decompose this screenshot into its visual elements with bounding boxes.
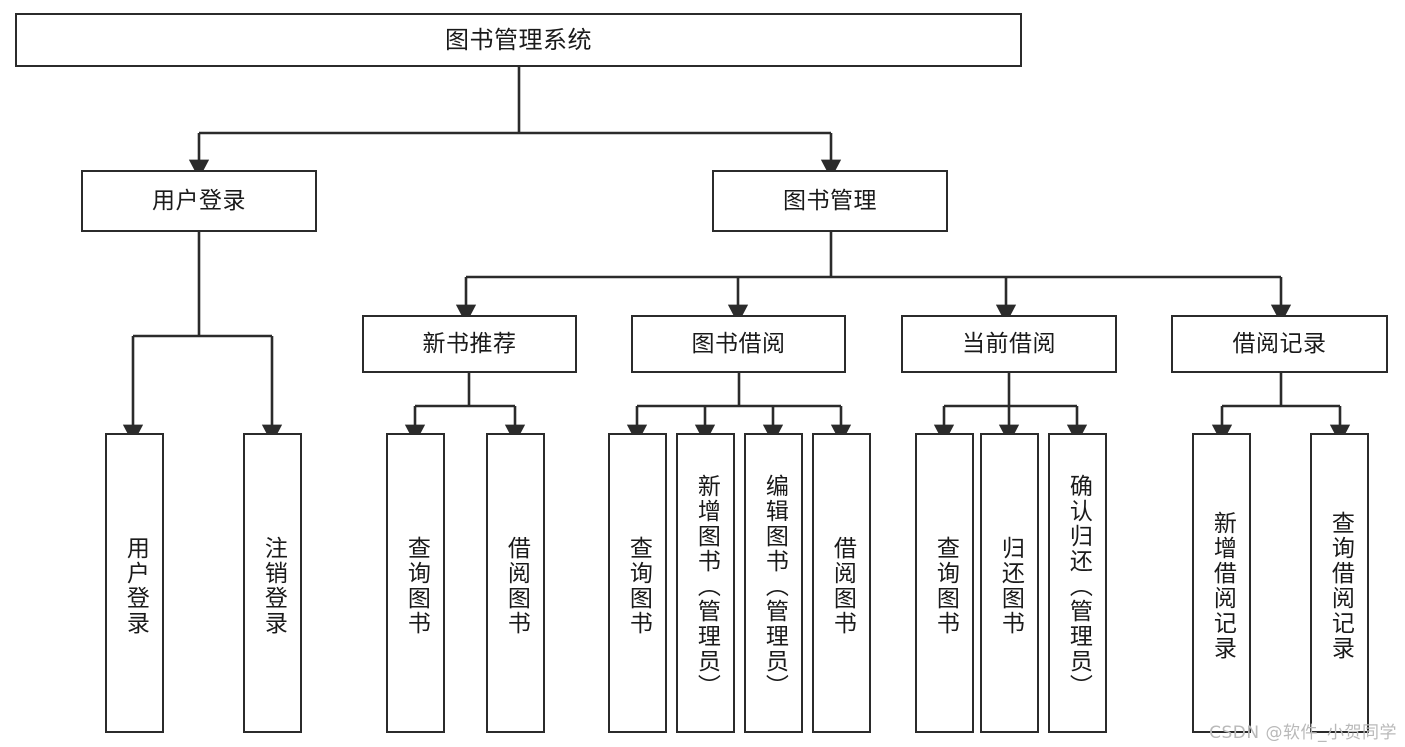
csdn-watermark: CSDN @软件_小贺同学 bbox=[1209, 723, 1397, 743]
node-label: 编辑图书（管理员） bbox=[761, 473, 788, 699]
node-leaf-edit-book[interactable]: 编辑图书（管理员） bbox=[744, 433, 803, 733]
node-label: 用户登录 bbox=[122, 536, 149, 636]
node-label: 借阅图书 bbox=[503, 536, 530, 636]
node-label: 图书管理 bbox=[783, 187, 877, 214]
node-leaf-borrow-book[interactable]: 借阅图书 bbox=[812, 433, 871, 733]
node-label: 借阅记录 bbox=[1232, 330, 1327, 357]
node-label: 图书管理系统 bbox=[445, 26, 592, 54]
node-label: 图书借阅 bbox=[691, 330, 786, 357]
node-current-borrow[interactable]: 当前借阅 bbox=[901, 315, 1117, 373]
node-book-manage[interactable]: 图书管理 bbox=[712, 170, 948, 232]
node-root-book-management-system[interactable]: 图书管理系统 bbox=[15, 13, 1022, 67]
node-label: 查询借阅记录 bbox=[1327, 511, 1354, 661]
node-new-book-recommend[interactable]: 新书推荐 bbox=[362, 315, 577, 373]
node-leaf-return-book[interactable]: 归还图书 bbox=[980, 433, 1039, 733]
node-leaf-query-book-current[interactable]: 查询图书 bbox=[915, 433, 974, 733]
node-leaf-user-login[interactable]: 用户登录 bbox=[105, 433, 164, 733]
node-label: 查询图书 bbox=[625, 536, 652, 636]
node-user-login[interactable]: 用户登录 bbox=[81, 170, 317, 232]
node-label: 用户登录 bbox=[152, 187, 246, 214]
node-label: 注销登录 bbox=[260, 536, 287, 636]
node-leaf-confirm-return[interactable]: 确认归还（管理员） bbox=[1048, 433, 1107, 733]
node-label: 归还图书 bbox=[997, 536, 1024, 636]
node-leaf-add-book[interactable]: 新增图书（管理员） bbox=[676, 433, 735, 733]
node-leaf-borrow-book-recommend[interactable]: 借阅图书 bbox=[486, 433, 545, 733]
node-leaf-query-book-borrow[interactable]: 查询图书 bbox=[608, 433, 667, 733]
node-label: 当前借阅 bbox=[962, 330, 1056, 357]
node-label: 确认归还（管理员） bbox=[1065, 473, 1092, 699]
node-book-borrow[interactable]: 图书借阅 bbox=[631, 315, 846, 373]
node-label: 查询图书 bbox=[403, 536, 430, 636]
node-leaf-query-book-recommend[interactable]: 查询图书 bbox=[386, 433, 445, 733]
node-label: 新增借阅记录 bbox=[1209, 511, 1236, 661]
node-leaf-query-borrow-record[interactable]: 查询借阅记录 bbox=[1310, 433, 1369, 733]
node-borrow-record[interactable]: 借阅记录 bbox=[1171, 315, 1388, 373]
node-label: 借阅图书 bbox=[829, 536, 856, 636]
node-label: 新增图书（管理员） bbox=[693, 473, 720, 699]
node-label: 新书推荐 bbox=[422, 330, 517, 357]
node-label: 查询图书 bbox=[932, 536, 959, 636]
node-leaf-add-borrow-record[interactable]: 新增借阅记录 bbox=[1192, 433, 1251, 733]
node-leaf-logout[interactable]: 注销登录 bbox=[243, 433, 302, 733]
